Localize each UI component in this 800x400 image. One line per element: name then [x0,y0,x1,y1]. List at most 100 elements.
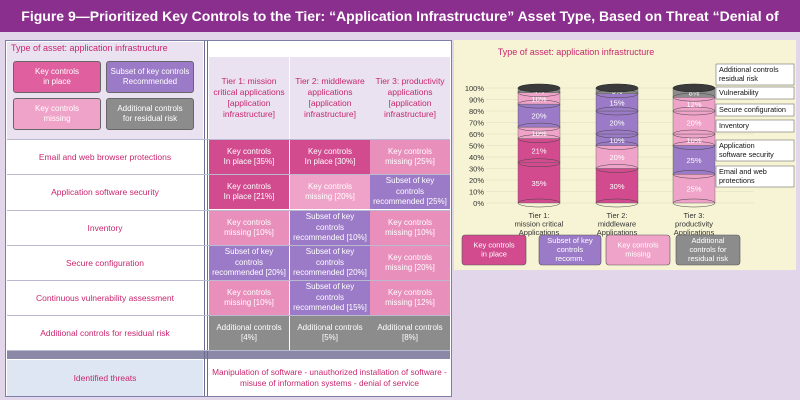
row-divider-5 [7,280,450,281]
bar-data-label: 12% [686,100,701,109]
legend-in_place: Key controls in place [13,61,101,93]
y-tick-label: 0% [473,199,484,208]
bar-segment-t3-s1 [672,174,716,204]
row-label-2: Application software security [7,175,203,209]
segment-seam [595,198,639,208]
segment-seam [595,129,639,139]
column-divider-1 [204,41,205,396]
threats-label: Identified threats [7,360,203,396]
bar-data-label: 20% [531,112,546,121]
chart-legend-additional [675,234,741,266]
row-label-3: Inventory [7,211,203,245]
row-divider-2 [7,174,450,175]
bar-data-label: 15% [609,98,624,107]
series-callout-box [715,63,795,86]
series-callout-box [715,165,795,188]
row-divider-6 [7,315,450,316]
y-tick-label: 90% [469,96,484,105]
controls-table: Type of asset: application infrastructur… [5,40,452,397]
series-callout-box [715,119,795,133]
control-cell-r2-t1: Key controls In place [21%] [209,175,289,209]
control-cell-r5-t3: Key controls missing [12%] [370,281,450,315]
row-divider-4 [7,245,450,246]
bar-data-label: 20% [609,119,624,128]
segment-seam [595,164,639,173]
control-cell-r6-t2: Additional controls [5%] [290,316,370,350]
bar-data-label: 21% [531,147,546,156]
control-cell-r4-t1: Subset of key controls recommended [20%] [209,246,289,280]
tier-header-2: Tier 2: middleware applications [applica… [290,57,370,139]
control-cell-r1-t1: Key controls In place [35%] [209,140,289,174]
y-tick-label: 10% [469,188,484,197]
control-cell-r3-t2: Subset of key controls recommended [10%] [290,211,370,245]
segment-seam [517,198,561,208]
row-label-5: Continuous vulnerability assessment [7,281,203,315]
chart-legend-in_place [461,234,527,266]
bar-top-cap-2 [595,83,639,93]
y-tick-label: 80% [469,107,484,116]
figure-title: Figure 9—Prioritized Key Controls to the… [0,0,800,56]
bar-data-label: 25% [686,185,701,194]
bar-top-cap-1 [517,83,561,93]
bar-top-cap-3 [672,83,716,93]
control-cell-r5-t2: Subset of key controls recommended [15%] [290,281,370,315]
series-name-3: Inventory [719,121,749,130]
y-tick-label: 70% [469,119,484,128]
bar-data-label: 10% [686,136,701,145]
control-cell-r4-t3: Key controls missing [20%] [370,246,450,280]
bar-data-label: 10% [531,129,546,138]
bar-data-label: 20% [609,153,624,162]
y-tick-label: 100% [465,84,485,93]
row-label-4: Secure configuration [7,246,203,280]
legend-missing: Key controls missing [13,98,101,130]
y-tick-label: 40% [469,153,484,162]
stacked-bar-chart: Type of asset: application infrastructur… [461,47,795,266]
legend-subset: Subset of key controls Recommended [106,61,194,93]
control-cell-r2-t3: Subset of key controls recommended [25%] [370,175,450,209]
segment-seam [517,158,561,167]
control-cell-r1-t3: Key controls missing [25%] [370,140,450,174]
tier-header-1: Tier 1: mission critical applications [a… [209,57,289,139]
control-cell-r3-t3: Key controls missing [10%] [370,211,450,245]
series-name-5: Vulnerability [719,88,759,97]
bar-data-label: 20% [686,119,701,128]
legend-additional: Additional controls for residual risk [106,98,194,130]
bar-segment-t2-s1 [595,168,639,204]
row-divider-3 [7,210,450,211]
chart-legend-subset [538,234,602,266]
y-tick-label: 60% [469,130,484,139]
segment-seam [517,122,561,132]
bar-data-label: 10% [531,94,546,103]
series-callout-box [715,103,795,117]
asset-type-label: Type of asset: application infrastructur… [7,42,203,56]
chart-legend-missing [605,234,671,266]
control-cell-r2-t2: Key controls missing [20%] [290,175,370,209]
segment-seam [672,198,716,208]
segment-seam [672,170,716,179]
segment-seam [672,141,716,150]
y-tick-label: 30% [469,165,484,174]
segment-seam [517,99,561,109]
row-divider-1 [7,139,450,140]
separator-band [7,351,450,359]
series-callout-box [715,139,795,162]
bar-data-label: 30% [609,182,624,191]
tier-header-3: Tier 3: productivity applications [appli… [370,57,450,139]
series-callout-box [715,86,795,100]
bar-data-label: 8% [689,89,700,98]
bar-segment-t1-s1 [517,162,561,204]
control-cell-r3-t1: Key controls missing [10%] [209,211,289,245]
segment-seam [517,134,561,143]
bar-data-label: 10% [609,136,624,145]
segment-seam [672,106,716,116]
control-cell-r4-t2: Subset of key controls recommended [20%] [290,246,370,280]
row-label-6: Additional controls for residual risk [7,316,203,350]
segment-seam [595,106,639,116]
bar-data-label: 35% [531,179,546,188]
